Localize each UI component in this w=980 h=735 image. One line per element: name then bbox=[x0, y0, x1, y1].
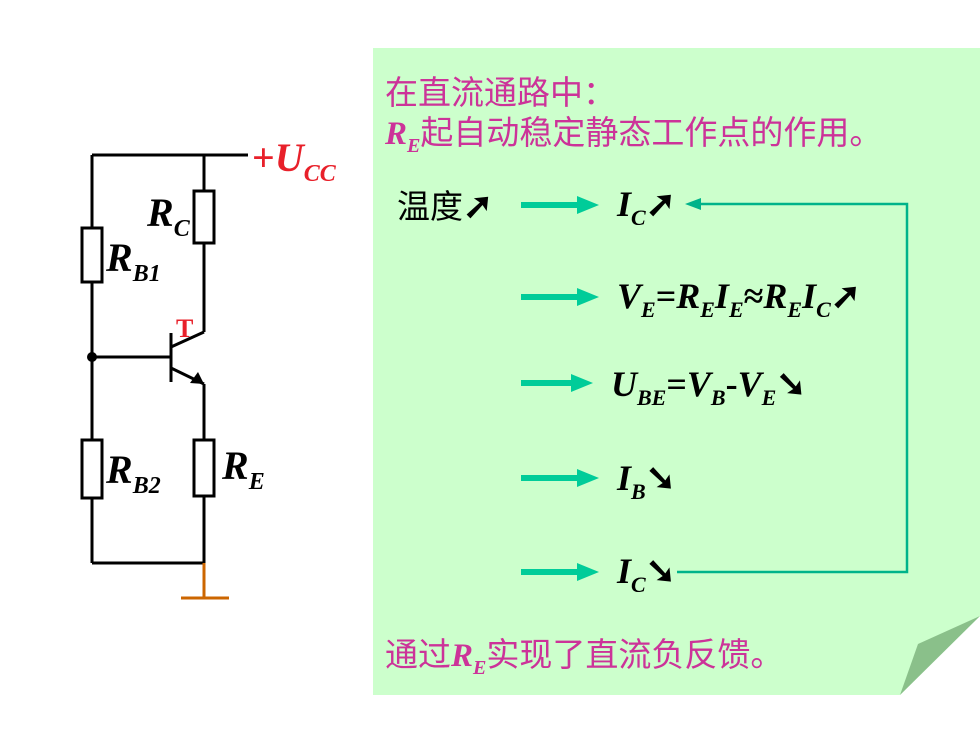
rb2-label: RB2 bbox=[106, 447, 161, 499]
transistor-label: T bbox=[176, 314, 194, 343]
note-panel bbox=[373, 48, 980, 695]
note-heading: 在直流通路中： bbox=[385, 76, 616, 112]
feedback-loop-line bbox=[677, 202, 909, 574]
arrow-4-shaft bbox=[521, 475, 579, 481]
down-arrow-icon: ➘ bbox=[645, 551, 676, 591]
up-arrow-icon: ➚ bbox=[645, 184, 676, 224]
rb2-resistor bbox=[80, 438, 104, 500]
collector-lead bbox=[170, 330, 205, 349]
arrow-1-shaft bbox=[521, 202, 579, 208]
down-arrow-icon: ➘ bbox=[776, 364, 807, 404]
step-2: VE=REIE≈REIC➚ bbox=[617, 276, 861, 322]
emitter-arrow-icon bbox=[190, 372, 204, 384]
arrow-1-icon bbox=[577, 196, 599, 214]
rb1-label: RB1 bbox=[106, 235, 161, 287]
step-5: IC➘ bbox=[617, 551, 676, 597]
arrow-5-icon bbox=[577, 563, 599, 581]
arrow-2-shaft bbox=[521, 294, 579, 300]
arrow-3-icon bbox=[571, 374, 593, 392]
rc-label: RC bbox=[147, 190, 190, 242]
note-subheading: RE起自动稳定静态工作点的作用。 bbox=[385, 116, 883, 157]
vcc-label: +UCC bbox=[252, 135, 336, 187]
rc-resistor bbox=[192, 189, 216, 245]
up-arrow-icon: ➚ bbox=[830, 276, 861, 316]
step-4: IB➘ bbox=[617, 458, 676, 504]
arrow-3-shaft bbox=[521, 380, 573, 386]
step-1-result: IC➚ bbox=[617, 184, 676, 230]
circuit-diagram bbox=[80, 153, 248, 600]
step-1: 温度➚ bbox=[397, 186, 494, 226]
feedback-arrow-icon bbox=[685, 198, 701, 210]
re-resistor bbox=[192, 438, 216, 498]
arrow-2-icon bbox=[577, 288, 599, 306]
arrow-4-icon bbox=[577, 469, 599, 487]
rb1-resistor bbox=[80, 226, 104, 284]
up-arrow-icon: ➚ bbox=[463, 186, 494, 226]
base-junction-dot bbox=[87, 352, 97, 362]
re-label: RE bbox=[222, 443, 265, 495]
down-arrow-icon: ➘ bbox=[645, 458, 676, 498]
step-3: UBE=VB-VE➘ bbox=[611, 364, 807, 410]
page-curl-icon bbox=[900, 616, 980, 695]
arrow-5-shaft bbox=[521, 569, 579, 575]
flow-arrows bbox=[521, 196, 909, 581]
note-footer: 通过RE实现了直流负反馈。 bbox=[385, 638, 784, 679]
